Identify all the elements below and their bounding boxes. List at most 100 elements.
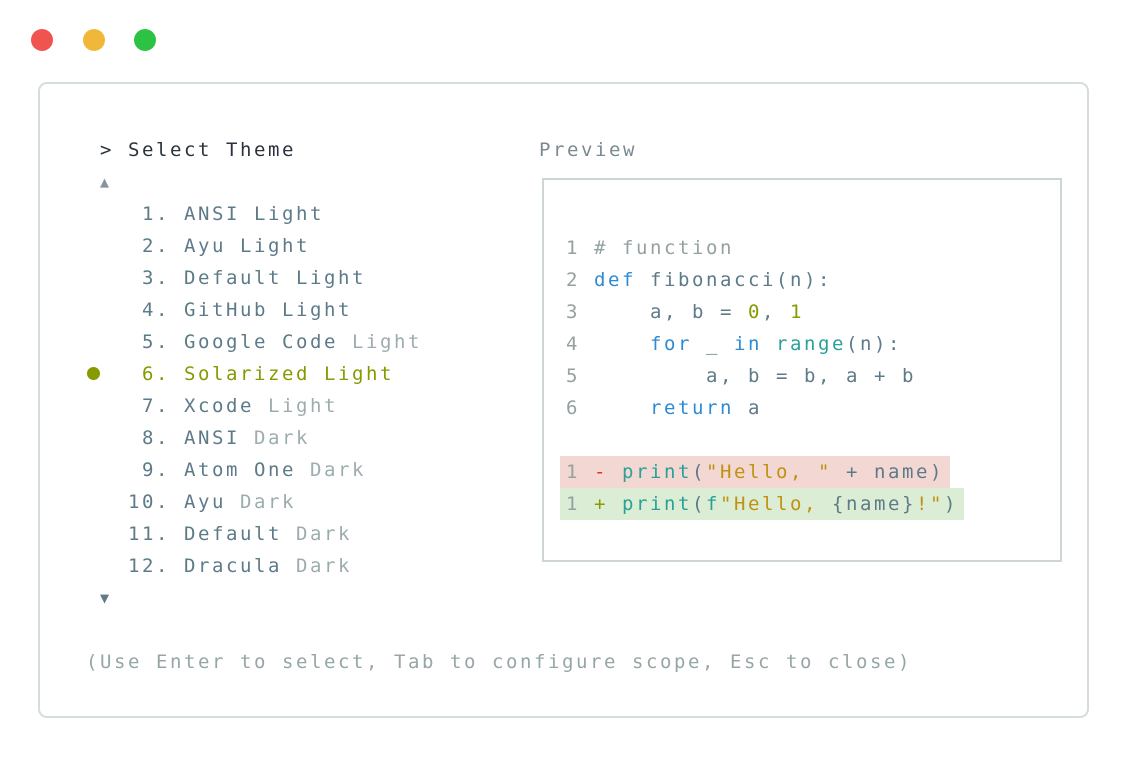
list-item-suffix: Dark — [282, 523, 352, 545]
theme-list-item[interactable]: 9. Atom One Dark — [40, 454, 538, 486]
theme-list-item[interactable]: 10. Ayu Dark — [40, 486, 538, 518]
theme-list-item[interactable]: 1. ANSI Light — [40, 198, 538, 230]
line-number: 6 — [566, 397, 580, 419]
list-item-number: 9. — [142, 459, 170, 481]
code-line-content: 1# function — [566, 232, 734, 264]
select-theme-header: > Select Theme — [40, 134, 538, 166]
list-item-name: Solarized Light — [184, 363, 394, 385]
code-token: (n): — [846, 333, 902, 355]
list-item-number: 2. — [142, 235, 170, 257]
code-token: , — [762, 301, 790, 323]
code-line-content: 5 a, b = b, a + b — [566, 360, 916, 392]
list-item-number: 8. — [142, 427, 170, 449]
code-token — [608, 461, 622, 483]
theme-list-item[interactable]: 8. ANSI Dark — [40, 422, 538, 454]
theme-list-item[interactable]: 11. Default Dark — [40, 518, 538, 550]
code-token: a, b = b, a + b — [594, 365, 916, 387]
code-token: - — [594, 461, 608, 483]
code-token: ) — [944, 493, 958, 515]
list-item-number: 12. — [128, 555, 170, 577]
list-item-name: Ayu Light — [184, 235, 310, 257]
line-number: 5 — [566, 365, 580, 387]
code-token: fibonacci(n): — [636, 269, 832, 291]
theme-list-item[interactable]: 3. Default Light — [40, 262, 538, 294]
list-item-number: 6. — [142, 363, 170, 385]
code-token — [594, 333, 650, 355]
theme-list-item[interactable]: 4. GitHub Light — [40, 294, 538, 326]
list-item-name: ANSI Light — [184, 203, 324, 225]
code-token: "Hello, — [720, 493, 832, 515]
code-token — [608, 493, 622, 515]
scroll-down-icon[interactable]: ▼ — [100, 589, 110, 607]
scroll-up-icon[interactable]: ▲ — [100, 173, 110, 191]
list-item-number: 10. — [128, 491, 170, 513]
code-line: 6 return a — [566, 392, 1060, 424]
list-item-number: 7. — [142, 395, 170, 417]
minimize-button[interactable] — [82, 29, 105, 51]
list-item-name: Default — [184, 523, 282, 545]
code-line: 1# function — [566, 232, 1060, 264]
diff-line-removed: 1- print("Hello, " + name) — [560, 456, 950, 488]
theme-list-item[interactable]: 5. Google Code Light — [40, 326, 538, 358]
list-item-name: Dracula — [184, 555, 282, 577]
list-item-suffix: Light — [338, 331, 422, 353]
code-token: "Hello, " — [706, 461, 832, 483]
list-item-suffix: Dark — [296, 459, 366, 481]
line-number: 1 — [566, 493, 580, 515]
code-token: a, b = — [594, 301, 748, 323]
prompt-chevron-icon: > — [100, 139, 114, 161]
maximize-button[interactable] — [134, 29, 157, 51]
list-item-name: Google Code — [184, 331, 338, 353]
diff-line-added: 1+ print(f"Hello, {name}!") — [560, 488, 964, 520]
list-item-name: Atom One — [184, 459, 296, 481]
code-token: print — [622, 461, 692, 483]
list-item-name: Xcode — [184, 395, 254, 417]
code-token: def — [594, 269, 636, 291]
theme-list-item[interactable]: 12. Dracula Dark — [40, 550, 538, 582]
theme-list-item[interactable]: 2. Ayu Light — [40, 230, 538, 262]
list-item-number: 1. — [142, 203, 170, 225]
code-line-content: 6 return a — [566, 392, 762, 424]
list-item-suffix: Dark — [240, 427, 310, 449]
list-item-name: Default Light — [184, 267, 366, 289]
list-item-suffix: Dark — [226, 491, 296, 513]
code-line-content — [566, 424, 594, 456]
code-token: in — [734, 333, 762, 355]
list-item-suffix: Dark — [282, 555, 352, 577]
list-item-number: 3. — [142, 267, 170, 289]
code-token: 0 — [748, 301, 762, 323]
code-token: !" — [916, 493, 944, 515]
code-token: a — [734, 397, 762, 419]
close-button[interactable] — [31, 29, 53, 51]
page-title: Select Theme — [128, 139, 296, 161]
theme-list-item[interactable]: 6. Solarized Light — [40, 358, 538, 390]
list-item-name: ANSI — [184, 427, 240, 449]
code-token — [594, 397, 650, 419]
code-token: + name) — [832, 461, 944, 483]
selected-bullet-icon — [87, 367, 100, 380]
code-token — [762, 333, 776, 355]
footer-hint: (Use Enter to select, Tab to configure s… — [86, 651, 912, 673]
code-line: 3 a, b = 0, 1 — [566, 296, 1060, 328]
code-token: + — [594, 493, 608, 515]
line-number: 4 — [566, 333, 580, 355]
code-token: {name} — [832, 493, 916, 515]
list-item-suffix: Light — [254, 395, 338, 417]
list-item-number: 11. — [128, 523, 170, 545]
theme-list-item[interactable]: 7. Xcode Light — [40, 390, 538, 422]
spacer — [40, 614, 538, 646]
list-item-name: Ayu — [184, 491, 226, 513]
code-line-content: 4 for _ in range(n): — [566, 328, 902, 360]
code-token: f — [706, 493, 720, 515]
code-line: 5 a, b = b, a + b — [566, 360, 1060, 392]
list-item-name: GitHub Light — [184, 299, 352, 321]
code-token: for — [650, 333, 692, 355]
code-line-content: 3 a, b = 0, 1 — [566, 296, 804, 328]
